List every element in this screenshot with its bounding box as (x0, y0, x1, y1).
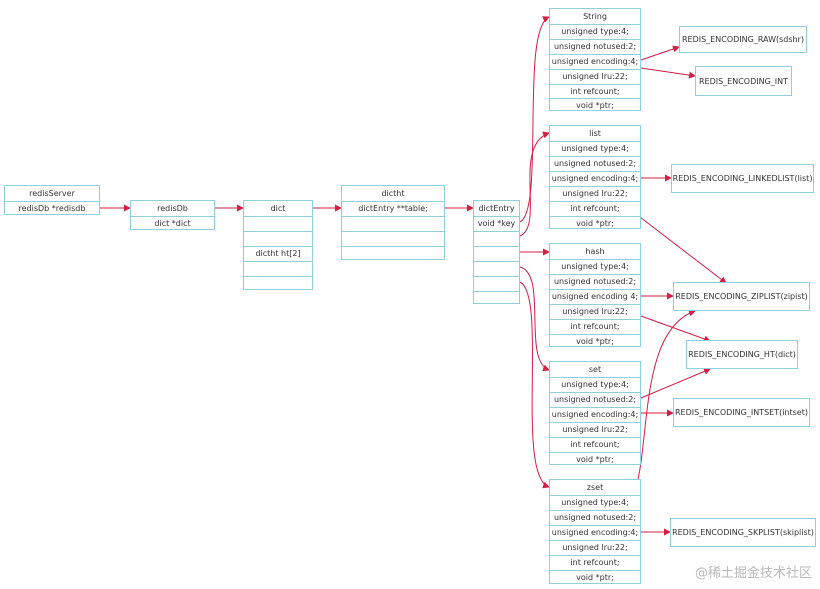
object-field: unsigned encoding:4; (550, 525, 640, 540)
arrow-set-ht (640, 368, 711, 399)
object-field: int refcount; (550, 437, 640, 452)
dict-row-empty-2 (244, 231, 312, 246)
redisdb-title: redisDb (157, 204, 188, 213)
object-title: hash (585, 247, 605, 256)
encoding-skiplist-box: REDIS_ENCODING_SKPLIST(skiplist) (670, 518, 816, 547)
object-field: void *ptr; (550, 334, 640, 348)
dictht-row-empty-3 (342, 246, 444, 261)
encoding-ht-box: REDIS_ENCODING_HT(dict) (686, 340, 798, 369)
dictentry-title: dictEntry (478, 204, 515, 213)
object-field: unsigned type:4; (550, 24, 640, 39)
object-box-list: list unsigned type:4; unsigned notused:2… (549, 125, 641, 229)
redisserver-title: redisServer (29, 189, 75, 198)
object-field: unsigned lru:22; (550, 69, 640, 84)
arrow-entry-to-list (519, 131, 550, 237)
object-field: unsigned type:4; (550, 259, 640, 274)
arrow-zset-ziplist (635, 309, 696, 488)
arrow-entry-to-zset (519, 281, 550, 489)
dictentry-box: dictEntry void *key (473, 200, 520, 304)
object-field: unsigned lru:22; (550, 186, 640, 201)
dict-row-empty-4 (244, 276, 312, 291)
object-field: unsigned lru:22; (550, 304, 640, 319)
dict-box: dict dictht ht[2] (243, 200, 313, 290)
object-box-hash: hash unsigned type:4; unsigned notused:2… (549, 243, 641, 347)
encoding-linkedlist-box: REDIS_ENCODING_LINKEDLIST(list) (671, 164, 814, 193)
object-field: unsigned type:4; (550, 377, 640, 392)
dict-field: dictht ht[2] (244, 246, 312, 261)
object-title: list (589, 129, 601, 138)
object-field: void *ptr; (550, 452, 640, 466)
redisserver-box: redisServer redisDb *redisdb (4, 185, 100, 215)
object-title: set (588, 365, 602, 374)
dictentry-row-empty-2 (474, 246, 519, 261)
dictentry-row-empty-4 (474, 276, 519, 291)
object-field: int refcount; (550, 201, 640, 216)
object-title: String (583, 12, 607, 21)
arrow-string-int (640, 67, 696, 79)
object-field: unsigned encoding:4; (550, 407, 640, 422)
object-box-string: String unsigned type:4; unsigned notused… (549, 8, 641, 111)
arrow-hash-ht (640, 315, 711, 343)
object-box-zset: zset unsigned type:4; unsigned notused:2… (549, 479, 641, 584)
object-field: unsigned encoding 4; (550, 289, 640, 304)
arrow-entry-to-set (519, 266, 550, 372)
object-field: unsigned encoding:4; (550, 171, 640, 186)
encoding-raw-box: REDIS_ENCODING_RAW(sdshr) (679, 26, 807, 53)
object-field: int refcount; (550, 555, 640, 570)
encoding-intset-box: REDIS_ENCODING_INTSET(intset) (673, 398, 810, 427)
dictentry-row-empty-5 (474, 291, 519, 305)
dictentry-row-empty-3 (474, 261, 519, 276)
dictht-box: dictht dictEntry **table; (341, 185, 445, 260)
watermark: @稀土掘金技术社区 (694, 566, 812, 581)
dictht-field: dictEntry **table; (342, 201, 444, 216)
object-field: unsigned lru:22; (550, 422, 640, 437)
object-field: unsigned notused:2; (550, 39, 640, 54)
dictentry-row-empty-1 (474, 231, 519, 246)
redisdb-box: redisDb dict *dict (130, 200, 215, 230)
object-field: void *ptr; (550, 216, 640, 230)
object-field: unsigned type:4; (550, 495, 640, 510)
object-field: int refcount; (550, 319, 640, 334)
object-field: void *ptr; (550, 98, 640, 112)
object-field: unsigned lru:22; (550, 540, 640, 555)
redisdb-field: dict *dict (131, 216, 214, 231)
dict-row-empty-1 (244, 216, 312, 231)
object-field: unsigned type:4; (550, 141, 640, 156)
encoding-ziplist-box: REDIS_ENCODING_ZIPLIST(zipist) (673, 282, 810, 311)
dict-title: dict (270, 204, 286, 213)
object-field: unsigned notused:2; (550, 156, 640, 171)
dict-row-empty-3 (244, 261, 312, 276)
object-field: unsigned encoding:4; (550, 54, 640, 69)
dictht-row-empty-1 (342, 216, 444, 231)
encoding-int-box: REDIS_ENCODING_INT (695, 66, 792, 96)
arrow-entry-to-string (519, 16, 550, 223)
dictht-title: dictht (381, 189, 405, 198)
object-field: void *ptr; (550, 570, 640, 585)
redisserver-field: redisDb *redisdb (5, 201, 99, 216)
object-title: zset (586, 483, 604, 492)
object-field: unsigned notused:2; (550, 392, 640, 407)
arrow-string-raw (640, 45, 680, 61)
object-field: int refcount; (550, 84, 640, 98)
object-field: unsigned notused:2; (550, 510, 640, 525)
dictentry-field: void *key (474, 216, 519, 231)
object-box-set: set unsigned type:4; unsigned notused:2;… (549, 361, 641, 465)
dictht-row-empty-2 (342, 231, 444, 246)
arrow-list-ziplist (635, 213, 727, 284)
object-field: unsigned notused:2; (550, 274, 640, 289)
